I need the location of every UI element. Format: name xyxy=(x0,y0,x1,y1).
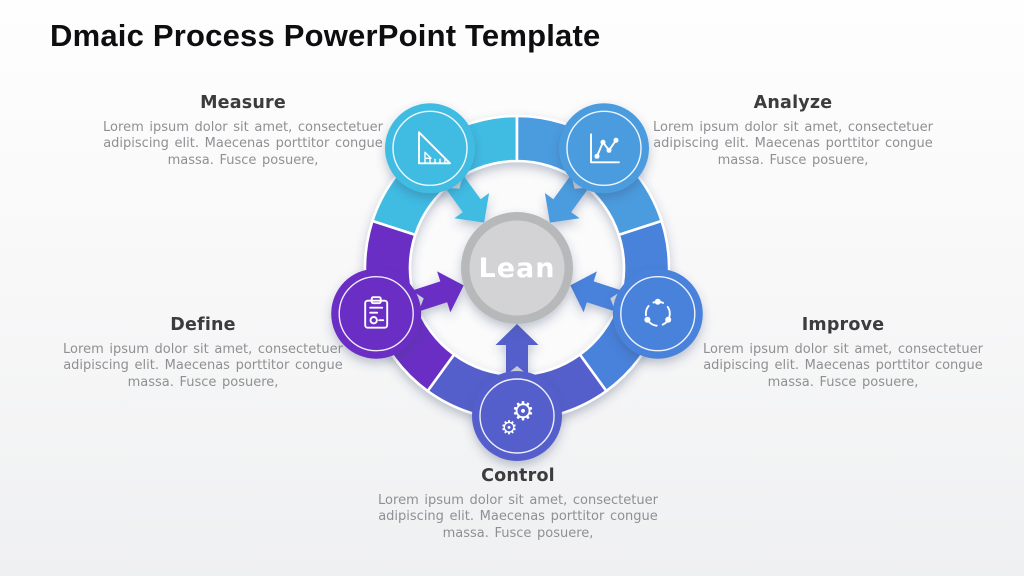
step-block-improve: Improve Lorem ipsum dolor sit amet, cons… xyxy=(697,315,989,391)
step-body-line: adipiscing elit. Maecenas porttitor cong… xyxy=(63,358,343,374)
step-title-analyze: Analyze xyxy=(753,93,833,113)
step-body-line: adipiscing elit. Maecenas porttitor cong… xyxy=(103,136,383,152)
step-body-line: massa. Fusce posuere, xyxy=(127,374,279,390)
step-title-control: Control xyxy=(481,466,555,486)
step-block-control: Control Lorem ipsum dolor sit amet, cons… xyxy=(372,466,664,542)
line-chart-icon xyxy=(590,133,620,164)
step-title-measure: Measure xyxy=(200,93,286,113)
set-square-icon xyxy=(418,131,451,165)
step-body-line: massa. Fusce posuere, xyxy=(442,525,594,541)
node-circle xyxy=(612,268,703,359)
step-body-line: Lorem ipsum dolor sit amet, consectetuer xyxy=(103,120,383,135)
gears-icon: ⚙ ⚙ xyxy=(500,397,534,439)
node-control: ⚙ ⚙ xyxy=(472,371,562,461)
node-inner-ring xyxy=(392,110,468,187)
step-block-measure: Measure Lorem ipsum dolor sit amet, cons… xyxy=(97,93,389,169)
step-title-improve: Improve xyxy=(801,315,885,335)
node-improve xyxy=(612,268,703,359)
step-block-define: Define Lorem ipsum dolor sit amet, conse… xyxy=(57,315,349,391)
cycle-arrows-icon xyxy=(644,298,672,327)
node-define xyxy=(331,268,422,359)
node-circle xyxy=(559,103,649,194)
center-inner-fill xyxy=(469,220,565,316)
node-inner-ring xyxy=(566,110,642,187)
gear-icon: ⚙ xyxy=(511,397,534,427)
node-inner-ring xyxy=(338,276,414,352)
step-body-line: massa. Fusce posuere, xyxy=(717,152,869,168)
step-body-line: Lorem ipsum dolor sit amet, consectetuer xyxy=(703,342,983,357)
step-title-define: Define xyxy=(170,315,236,335)
node-circle xyxy=(472,371,562,461)
node-analyze xyxy=(559,103,649,194)
node-measure xyxy=(385,103,475,194)
node-circle xyxy=(385,103,475,194)
node-inner-ring xyxy=(479,378,555,454)
node-inner-ring xyxy=(620,276,696,352)
step-body-line: adipiscing elit. Maecenas porttitor cong… xyxy=(703,358,983,374)
step-body-line: adipiscing elit. Maecenas porttitor cong… xyxy=(653,136,933,152)
node-circle xyxy=(331,268,422,359)
step-body-line: Lorem ipsum dolor sit amet, consectetuer xyxy=(378,493,658,508)
step-body-line: Lorem ipsum dolor sit amet, consectetuer xyxy=(653,120,933,135)
step-block-analyze: Analyze Lorem ipsum dolor sit amet, cons… xyxy=(647,93,939,169)
step-body-line: adipiscing elit. Maecenas porttitor cong… xyxy=(378,509,658,525)
center-label: Lean xyxy=(479,253,556,284)
gear-icon: ⚙ xyxy=(500,417,517,439)
step-body-line: massa. Fusce posuere, xyxy=(167,152,319,168)
center-circle: Lean xyxy=(461,212,573,324)
step-body-line: massa. Fusce posuere, xyxy=(767,374,919,390)
step-body-line: Lorem ipsum dolor sit amet, consectetuer xyxy=(63,342,343,357)
slide-title: Dmaic Process PowerPoint Template xyxy=(50,18,601,53)
clipboard-icon xyxy=(364,296,389,329)
